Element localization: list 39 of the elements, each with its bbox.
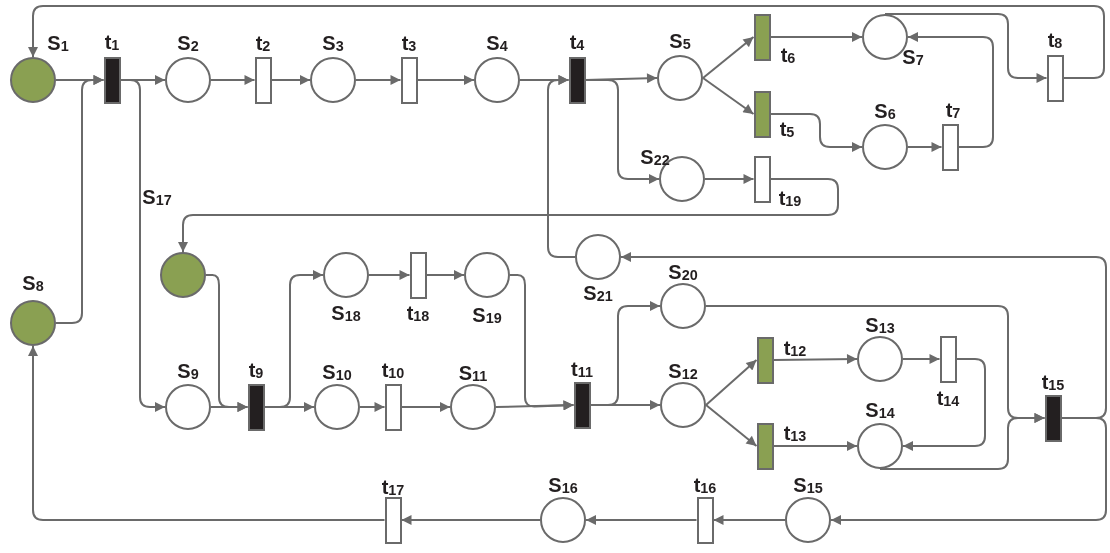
- arc-arrow: [902, 358, 986, 451]
- arc-arrow: [620, 252, 1107, 419]
- arc-arrow: [772, 441, 858, 451]
- arc-arrow: [907, 32, 994, 148]
- arc-arrow: [400, 402, 451, 412]
- arc-arrow: [830, 417, 1107, 525]
- arc-arrow: [705, 404, 758, 447]
- arc-arrow: [547, 75, 576, 258]
- arc-arrow: [178, 178, 839, 253]
- arc-arrow: [585, 515, 698, 525]
- arc-arrow: [355, 75, 402, 85]
- arc-arrow: [589, 301, 661, 406]
- arc-arrow: [584, 79, 660, 184]
- arc-arrow: [702, 36, 755, 79]
- arc-arrow: [769, 113, 863, 152]
- arc-arrow: [705, 359, 758, 406]
- arc-arrow: [902, 354, 941, 364]
- arc-arrow: [400, 515, 541, 525]
- arc-arrow: [495, 400, 575, 411]
- arc-arrow: [270, 75, 311, 85]
- arc-arrow: [28, 5, 1105, 79]
- arc-arrow: [28, 345, 386, 521]
- arc-arrow: [879, 413, 1046, 470]
- arc-arrow: [205, 274, 249, 412]
- arc-arrow: [712, 515, 786, 525]
- arc-arrow: [702, 77, 755, 115]
- arc-arrow: [416, 75, 475, 85]
- arc-arrow: [55, 75, 105, 324]
- arc-arrow: [704, 174, 755, 184]
- arc-arrow: [907, 142, 943, 152]
- arc-arrow: [263, 270, 324, 408]
- arc-arrow: [772, 354, 858, 365]
- arc-arrow: [884, 13, 1048, 83]
- arc-arrow: [425, 270, 465, 280]
- arc-arrow: [210, 75, 256, 85]
- arc-arrow: [769, 32, 863, 42]
- arc-arrow: [359, 402, 386, 412]
- arc-arrow: [368, 270, 411, 280]
- arc-arrow: [509, 274, 575, 411]
